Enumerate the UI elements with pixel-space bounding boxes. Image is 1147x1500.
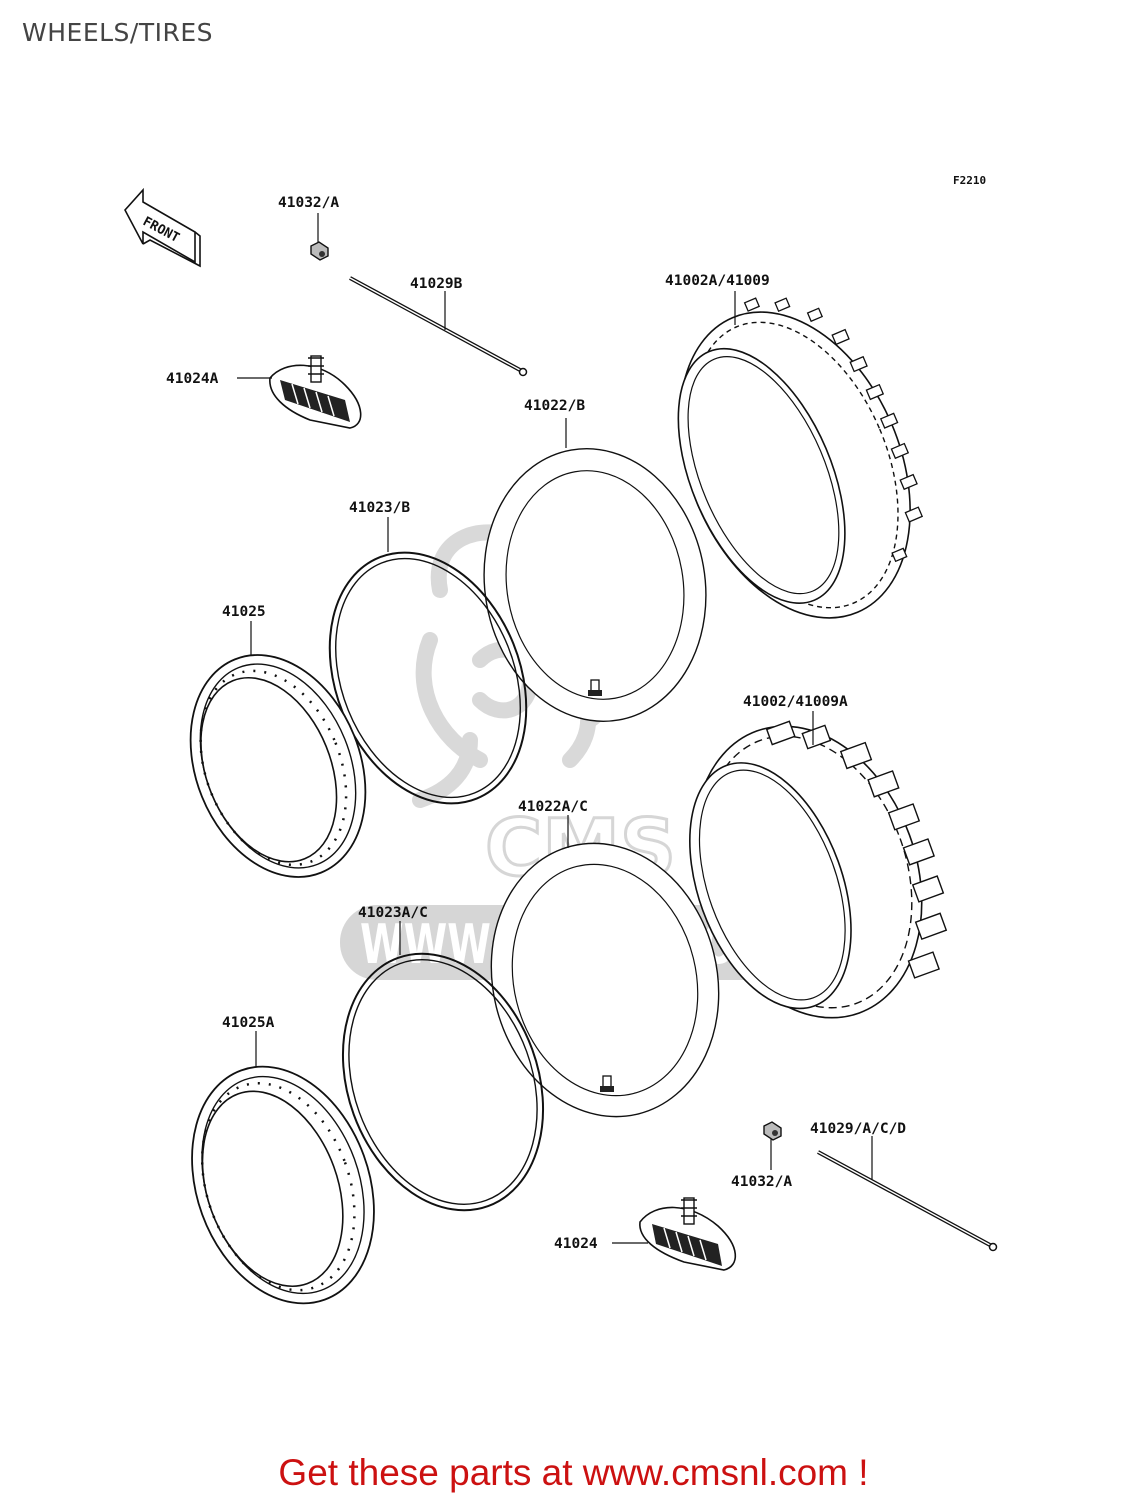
label-41023a-c: 41023A/C <box>358 905 428 921</box>
rim-lock-top <box>269 355 362 429</box>
label-41029-a-c-d: 41029/A/C/D <box>810 1121 906 1137</box>
rim-front <box>189 654 367 878</box>
tire-rear <box>677 297 924 619</box>
inner-tube-bottom <box>490 842 720 1118</box>
label-41025a: 41025A <box>222 1015 275 1031</box>
label-41023b: 41023/B <box>349 500 410 516</box>
spoke-top <box>349 276 528 377</box>
label-41032a-bottom: 41032/A <box>731 1174 792 1190</box>
front-arrow-icon: FRONT <box>124 187 201 268</box>
label-41024: 41024 <box>554 1236 598 1252</box>
label-41025: 41025 <box>222 604 266 620</box>
tube-valve-bottom <box>600 1075 614 1092</box>
figure-ref-code: F2210 <box>953 174 986 187</box>
label-41022a-c: 41022A/C <box>518 799 588 815</box>
inner-tube-top <box>483 448 707 722</box>
rim-lock-bottom <box>639 1197 737 1271</box>
tube-valve-top <box>588 679 602 696</box>
label-41029b: 41029B <box>410 276 463 292</box>
page-title: WHEELS/TIRES <box>22 18 214 47</box>
spoke-nut-top <box>310 241 329 261</box>
label-41024a: 41024A <box>166 371 219 387</box>
rim-band-bottom <box>341 952 545 1212</box>
label-41002a-41009: 41002A/41009 <box>665 273 770 289</box>
footer-link[interactable]: Get these parts at www.cmsnl.com ! <box>278 1452 869 1493</box>
spoke-bottom <box>817 1150 998 1252</box>
spoke-nut-bottom <box>763 1121 782 1141</box>
rim-rear <box>191 1065 375 1305</box>
label-41022b: 41022/B <box>524 398 585 414</box>
tire-front <box>689 720 948 1019</box>
label-41032a-top: 41032/A <box>278 195 339 211</box>
label-41002-41009a: 41002/41009A <box>743 694 848 710</box>
